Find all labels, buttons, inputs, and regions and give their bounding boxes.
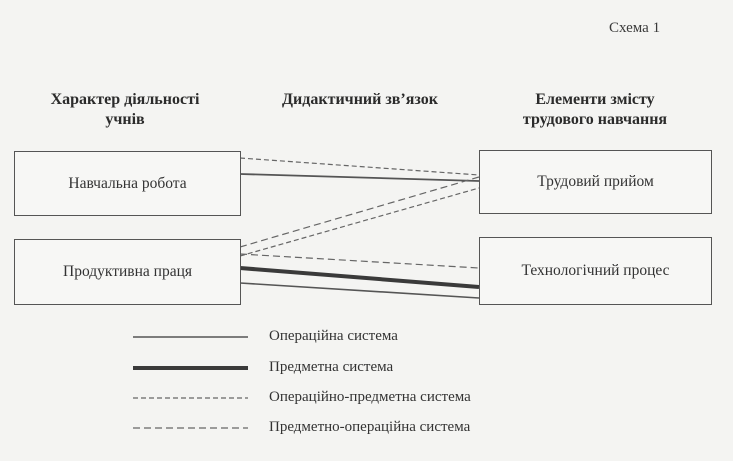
header-didactic-link-line1: Дидактичний зв’язок — [282, 91, 438, 108]
header-student-activity-line1: Характер діяльності — [50, 91, 200, 108]
link-productive-to-process-thin — [239, 282, 480, 299]
link-productive-to-operation-fine-dashed — [239, 187, 480, 257]
header-content-elements-line1: Елементи змісту — [535, 91, 655, 108]
header-student-activity: Характер діяльності учнів — [20, 90, 230, 130]
header-didactic-link: Дидактичний зв’язок — [255, 90, 465, 110]
header-content-elements: Елементи змісту трудового навчання — [490, 90, 700, 130]
link-productive-to-process-coarse-dashed — [239, 253, 480, 269]
scheme-label: Схема 1 — [609, 20, 661, 36]
box-study-work: Навчальна робота — [14, 151, 241, 216]
box-productive-labor-label: Продуктивна праця — [63, 263, 192, 280]
link-productive-to-process-thick — [239, 266, 480, 289]
box-technological-process-label: Технологічний процес — [521, 262, 670, 279]
header-content-elements-line2: трудового навчання — [522, 111, 668, 128]
link-study-to-operation-solid — [239, 173, 480, 182]
box-technological-process: Технологічний процес — [479, 237, 712, 305]
legend-label-subject: Предметна система — [269, 359, 394, 375]
link-productive-to-operation-coarse-dashed — [239, 176, 480, 248]
box-labor-technique: Трудовий прийом — [479, 150, 712, 214]
legend-label-subject-operation: Предметно-операційна система — [269, 419, 471, 435]
legend-label-operation-subject: Операційно-предметна система — [269, 389, 471, 405]
link-study-to-operation-fine-dashed — [239, 157, 480, 176]
header-student-activity-line2: учнів — [105, 111, 145, 128]
box-study-work-label: Навчальна робота — [68, 174, 187, 192]
box-labor-technique-label: Трудовий прийом — [537, 173, 654, 190]
box-productive-labor: Продуктивна праця — [14, 239, 241, 305]
legend-label-operation: Операційна система — [269, 328, 398, 344]
